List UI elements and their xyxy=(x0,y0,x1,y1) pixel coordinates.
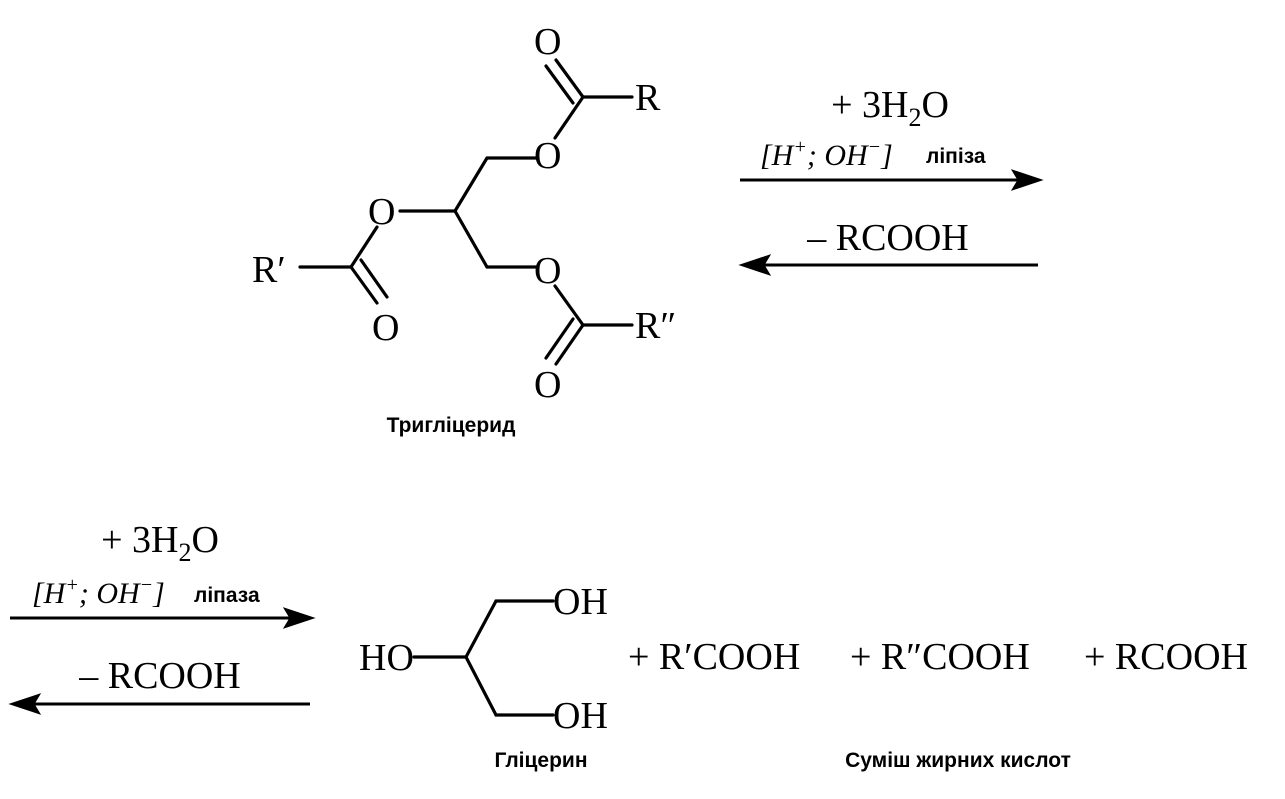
bond xyxy=(349,225,379,269)
reaction-1-conditions: + 3H2O [H+; OH−] ліпіза xyxy=(760,84,986,172)
reaction-2-conditions: + 3H2O [H+; OH−] ліпаза xyxy=(32,519,260,610)
product-acid-r: + RCOOH xyxy=(1084,636,1248,678)
atom-o-ester-mid: O xyxy=(368,191,395,233)
enzyme-label: ліпаза xyxy=(194,584,260,607)
atom-o-carbonyl-top: O xyxy=(534,21,561,63)
atom-r-prime: R′ xyxy=(252,249,286,291)
enzyme-label: ліпіза xyxy=(926,145,986,168)
bond xyxy=(553,284,585,327)
atom-ho-left: HO xyxy=(359,637,414,679)
atom-r-top: R xyxy=(635,77,661,119)
atom-o-ester-top: O xyxy=(534,135,561,177)
water-reagent: + 3H2O xyxy=(831,84,949,132)
atom-o-ester-bottom: O xyxy=(534,250,561,292)
atom-o-carbonyl-bottom: O xyxy=(534,364,561,406)
removed-acid-label: – RCOOH xyxy=(806,217,969,259)
product-acid-r-prime: + R′COOH xyxy=(628,636,800,678)
forward-arrow-head xyxy=(282,607,316,629)
bond xyxy=(553,95,585,140)
fatty-acids-caption: Суміш жирних кислот xyxy=(845,749,1071,772)
bond xyxy=(349,265,379,305)
bond xyxy=(544,64,575,105)
reverse-arrow-head xyxy=(738,254,772,276)
triglyceride-structure: O R O O R′ O O R″ O xyxy=(252,21,676,406)
bond xyxy=(554,58,585,99)
atom-oh-top: OH xyxy=(553,581,608,623)
removed-acid-label: – RCOOH xyxy=(78,655,241,697)
bond xyxy=(464,599,498,659)
bond xyxy=(359,258,389,299)
bond xyxy=(464,655,498,717)
bond xyxy=(554,323,585,366)
glycerol-structure: HO OH OH xyxy=(359,581,608,737)
fatty-acid-products: + R′COOH + R″COOH + RCOOH xyxy=(628,636,1248,678)
catalyst-label: [H+; OH−] xyxy=(32,574,165,610)
bond xyxy=(453,156,489,213)
reverse-arrow-head xyxy=(8,693,42,715)
product-acid-r-double-prime: + R″COOH xyxy=(850,636,1030,678)
atom-o-carbonyl-left: O xyxy=(372,307,399,349)
atom-oh-bottom: OH xyxy=(553,695,608,737)
water-reagent: + 3H2O xyxy=(101,519,219,567)
triglyceride-caption: Тригліцерид xyxy=(387,414,516,437)
forward-arrow-head xyxy=(1010,169,1044,191)
bond xyxy=(453,209,489,269)
catalyst-label: [H+; OH−] xyxy=(760,136,893,172)
bond xyxy=(544,317,575,360)
atom-r-double-prime: R″ xyxy=(635,305,676,347)
glycerol-caption: Гліцерин xyxy=(494,749,587,772)
